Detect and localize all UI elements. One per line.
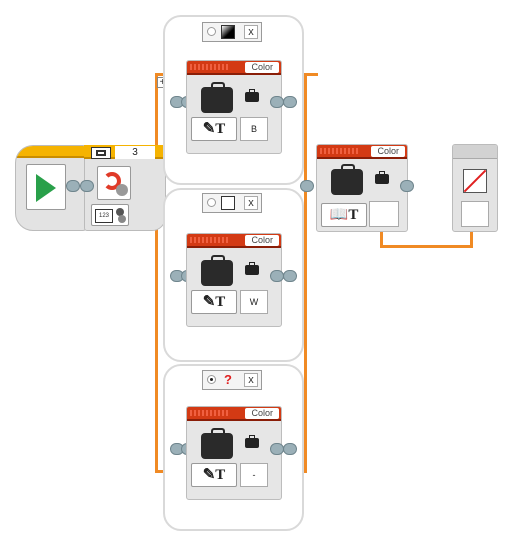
loop-arrow-icon[interactable]	[97, 166, 131, 200]
briefcase-icon	[201, 82, 233, 113]
switch-input-port[interactable]	[80, 180, 94, 192]
case-2-header[interactable]: x	[202, 193, 262, 213]
small-briefcase-icon	[245, 262, 259, 275]
wire-switch-top-h	[155, 73, 167, 76]
case-2-close-button[interactable]: x	[244, 196, 258, 210]
play-icon[interactable]	[36, 174, 56, 202]
output-mode-read-button[interactable]: 📖T	[321, 203, 367, 227]
case-3-mode-write-button[interactable]: ✎T	[191, 463, 237, 487]
case-2-block-label: Color	[245, 235, 279, 246]
case-3-block-label: Color	[245, 408, 279, 419]
start-output-port[interactable]	[66, 180, 80, 192]
case-2-out-port-2[interactable]	[283, 270, 297, 282]
wire-case-right	[304, 73, 307, 473]
briefcase-icon	[331, 164, 363, 195]
case-3-variable-block[interactable]: Color ✎T -	[186, 406, 282, 500]
case-2-value[interactable]: W	[240, 290, 268, 314]
case-1-color-swatch[interactable]	[221, 25, 235, 39]
case-2-mode-write-button[interactable]: ✎T	[191, 290, 237, 314]
start-block[interactable]	[15, 145, 87, 231]
small-briefcase-icon	[245, 435, 259, 448]
port-value[interactable]: 3	[115, 146, 155, 159]
output-value-plug[interactable]	[369, 201, 399, 227]
briefcase-icon	[201, 428, 233, 459]
case-2-default-radio[interactable]	[207, 198, 216, 207]
wire-case-right-top	[300, 73, 318, 76]
switch-block[interactable]: 3 123	[84, 145, 166, 231]
case-1-block-label: Color	[245, 62, 279, 73]
case-1-header[interactable]: x	[202, 22, 262, 42]
wire-switch-bottom	[155, 225, 158, 472]
wire-display-up	[470, 226, 473, 248]
small-briefcase-icon	[245, 89, 259, 102]
display-block-header	[453, 145, 497, 159]
case-2-out-port[interactable]	[270, 270, 284, 282]
case-1-out-port[interactable]	[270, 96, 284, 108]
wire-output-h	[380, 245, 472, 248]
case-3-value[interactable]: -	[240, 463, 268, 487]
wire-output-down	[380, 225, 383, 247]
wire-switch-bottom-h	[155, 470, 167, 473]
start-block-header	[16, 146, 86, 158]
output-block-out-port[interactable]	[400, 180, 414, 192]
case-3-close-button[interactable]: x	[244, 373, 258, 387]
display-block[interactable]	[452, 144, 498, 232]
case-2-variable-block[interactable]: Color ✎T W	[186, 233, 282, 327]
case-3-header[interactable]: ? x	[202, 370, 262, 390]
case-1-close-button[interactable]: x	[244, 25, 258, 39]
case-3-out-port-2[interactable]	[283, 443, 297, 455]
case-3-question-swatch[interactable]: ?	[224, 372, 232, 387]
briefcase-icon	[201, 255, 233, 286]
case-3-default-radio[interactable]	[207, 375, 216, 384]
case-1-default-radio[interactable]	[207, 27, 216, 36]
no-color-icon[interactable]	[463, 169, 487, 193]
display-input-plug[interactable]	[461, 201, 489, 227]
case-2-color-swatch[interactable]	[221, 196, 235, 210]
case-1-mode-write-button[interactable]: ✎T	[191, 117, 237, 141]
output-block-label: Color	[371, 146, 405, 157]
color-sensor-icon[interactable]: 123	[91, 204, 129, 226]
small-briefcase-icon	[375, 171, 389, 184]
output-block-in-port[interactable]	[300, 180, 314, 192]
case-1-variable-block[interactable]: Color ✎T B	[186, 60, 282, 154]
port-selector-icon[interactable]	[91, 147, 111, 159]
case-1-out-port-2[interactable]	[283, 96, 297, 108]
output-variable-block[interactable]: Color 📖T	[316, 144, 408, 232]
case-3-out-port[interactable]	[270, 443, 284, 455]
case-1-value[interactable]: B	[240, 117, 268, 141]
